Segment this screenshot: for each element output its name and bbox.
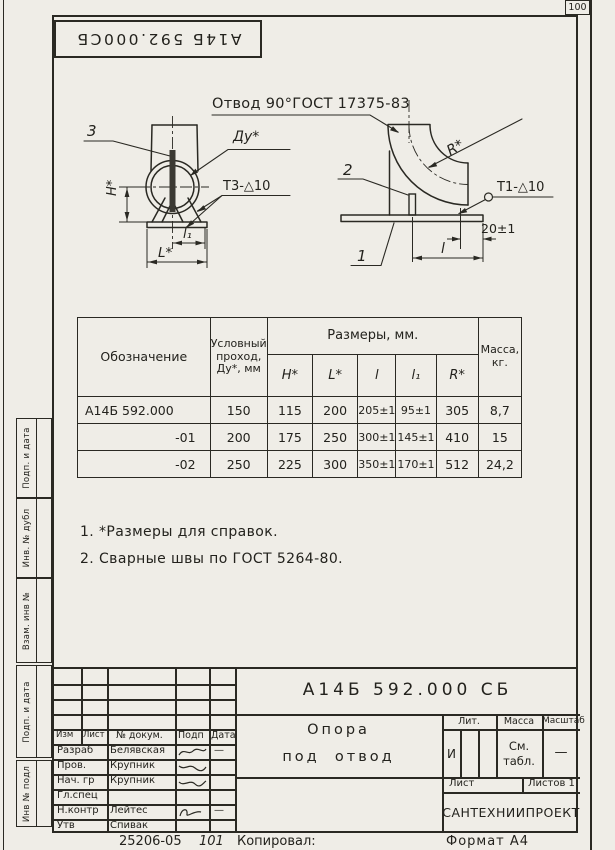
table-row: -01 200 175 250 300±1 145±1 410 15 <box>77 423 523 451</box>
rev-col-date: Дата <box>211 730 236 741</box>
sheet-label: Лист <box>449 778 475 789</box>
col-designation: Обозначение <box>77 317 211 397</box>
corner-number-box: 100 <box>565 0 590 15</box>
rev-col-sign: Подп <box>178 730 204 741</box>
weld-t1-label: Т1-△10 <box>497 180 545 195</box>
dim-l1-label: l₁ <box>183 227 192 242</box>
item3-callout: 3 <box>87 122 97 140</box>
margin-box: Инв № подл <box>16 760 52 827</box>
item2-callout: 2 <box>343 161 353 179</box>
drawing-views <box>83 100 554 268</box>
weld-t3-label: Т3-△10 <box>223 179 271 194</box>
approval-name: Спивак <box>110 820 149 831</box>
note-line: 1. *Размеры для справок. <box>80 524 278 540</box>
margin-label: Взам. инв № <box>21 591 32 650</box>
elbow-callout: Отвод 90°ГОСТ 17375-83 <box>212 96 410 112</box>
margin-box: Инв. № дубл <box>16 498 52 578</box>
signature <box>177 761 207 773</box>
dim-lstar-label: L* <box>158 245 173 261</box>
mass-header: Масса <box>503 716 535 727</box>
approval-name: Крупник <box>110 760 155 771</box>
margin-label: Инв № подл <box>21 765 32 822</box>
approval-name: Лейтес <box>110 805 148 816</box>
lit-value: И <box>447 747 456 761</box>
item1-callout: 1 <box>357 247 367 265</box>
margin-box: Подп. и дата <box>16 418 52 498</box>
notes: 1. *Размеры для справок. 2. Сварные швы … <box>80 519 343 574</box>
dy-label: Ду* <box>233 129 260 145</box>
dimension-table: Обозначение Условный проход, Ду*, мм Раз… <box>77 317 523 478</box>
rev-col-doc: № докум. <box>116 730 163 741</box>
paper-edge-right <box>590 0 592 850</box>
col-l: l <box>357 354 397 397</box>
title-block: Изм Лист № докум. Подп Дата Разраб Беляв… <box>52 667 585 833</box>
note-line: 2. Сварные швы по ГОСТ 5264-80. <box>80 551 343 568</box>
approval-role: Разраб <box>57 745 94 756</box>
col-r: R* <box>435 354 479 397</box>
approval-role: Нач. гр <box>57 775 95 786</box>
rev-col-list: Лист <box>83 730 105 740</box>
col-sizes: Размеры, мм. <box>266 317 479 355</box>
lit-header: Лит. <box>458 716 480 727</box>
scale-value: — <box>554 745 568 760</box>
dim-h-label: H* <box>105 179 120 196</box>
footer-order-number: 25206-05 <box>119 834 182 849</box>
margin-box: Взам. инв № <box>16 578 52 663</box>
corner-number: 100 <box>568 2 587 13</box>
signature <box>177 806 207 818</box>
dim-l-label: l <box>441 241 445 257</box>
approval-dash: — <box>214 805 224 816</box>
paper-edge-left <box>3 0 4 850</box>
mass-value: См. табл. <box>503 739 535 768</box>
dim-20-label: 20±1 <box>481 221 516 236</box>
col-dy: Условный проход, Ду*, мм <box>209 317 268 397</box>
signature <box>177 776 207 788</box>
top-stamp-box: А14Б 592.000СБ <box>54 20 262 58</box>
approval-role: Гл.спец <box>57 790 98 801</box>
footer-copied-label: Копировал: <box>237 834 316 849</box>
col-mass: Масса, кг. <box>477 317 523 397</box>
table-row: -02 250 225 300 350±1 170±1 512 24,2 <box>77 450 523 478</box>
footer-format-label: Формат А4 <box>446 834 530 849</box>
top-stamp-number: А14Б 592.000СБ <box>74 30 242 48</box>
table-row: А14Б 592.000 150 115 200 205±1 95±1 305 … <box>77 396 523 424</box>
col-lstar: L* <box>312 354 359 397</box>
scale-header: Масштаб <box>542 716 585 726</box>
signature <box>177 746 207 758</box>
approval-role: Утв <box>57 820 75 831</box>
sheets-label: Листов 1 <box>528 778 575 789</box>
col-h: H* <box>266 354 314 397</box>
approval-name: Крупник <box>110 775 155 786</box>
part-title-line2: под отвод <box>282 749 395 765</box>
approval-role: Н.контр <box>57 805 99 816</box>
margin-box: Подп. и дата <box>16 665 52 758</box>
approval-dash: — <box>214 745 224 756</box>
footer-code: 101 <box>199 834 224 849</box>
approval-role: Пров. <box>57 760 87 771</box>
organization: САНТЕХНИИПРОЕКТ <box>442 805 580 820</box>
margin-label: Инв. № дубл <box>21 508 32 568</box>
col-l1: l₁ <box>395 354 437 397</box>
rev-col-izm: Изм <box>56 730 74 740</box>
part-title-line1: Опора <box>307 722 370 738</box>
margin-label: Подп. и дата <box>21 680 32 743</box>
doc-number: А14Б 592.000 СБ <box>302 680 513 700</box>
margin-label: Подп. и дата <box>21 427 32 489</box>
approval-name: Белявская <box>110 745 165 756</box>
